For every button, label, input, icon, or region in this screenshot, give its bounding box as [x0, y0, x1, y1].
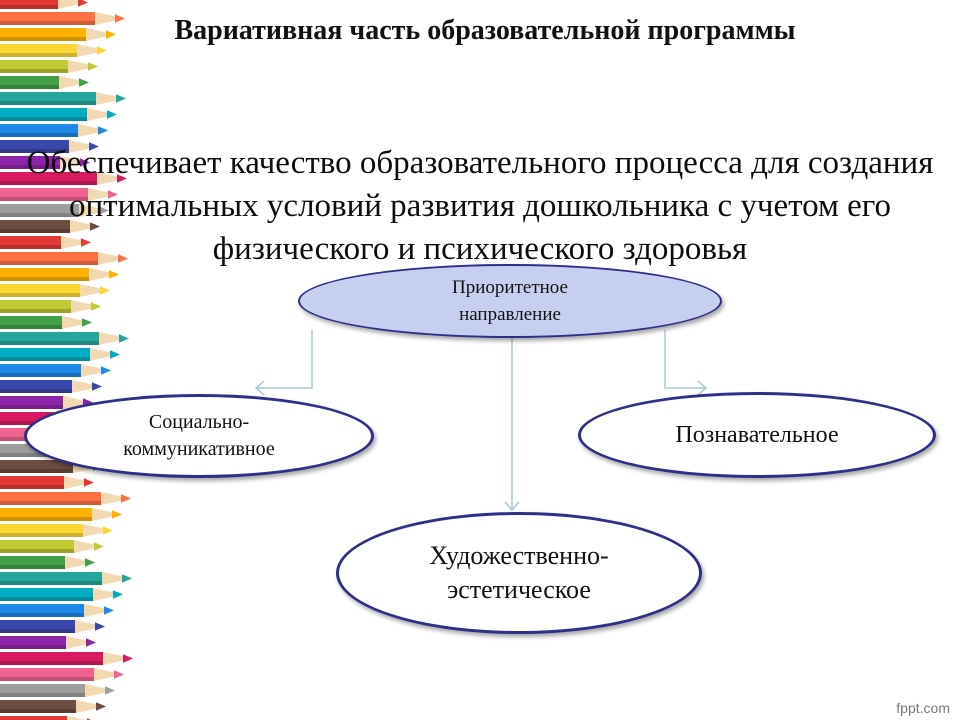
pencil: [0, 156, 90, 169]
pencil: [0, 316, 92, 329]
pencil: [0, 588, 123, 601]
pencil: [0, 140, 99, 153]
pencil: [0, 636, 96, 649]
pencil: [0, 700, 106, 713]
pencil: [0, 476, 94, 489]
slide-title: Вариативная часть образовательной програ…: [174, 15, 796, 46]
pencil: [0, 604, 114, 617]
arrowhead-right-icon: [697, 380, 708, 396]
pencil: [0, 620, 105, 633]
pencil: [0, 188, 118, 201]
pencil: [0, 252, 128, 265]
pencil: [0, 124, 108, 137]
connector-to-social: [256, 330, 313, 389]
pencil: [0, 348, 120, 361]
root-node-priority-direction: Приоритетное направление: [298, 264, 722, 338]
arrowhead-left-icon: [254, 380, 265, 396]
pencil: [0, 108, 117, 121]
connector-to-cognitive: [664, 330, 706, 389]
watermark: fppt.com: [896, 700, 950, 716]
pencil: [0, 236, 91, 249]
pencil: [0, 540, 104, 553]
pencil-border-decoration: [0, 0, 133, 720]
pencil: [0, 572, 132, 585]
pencil: [0, 172, 127, 185]
pencil: [0, 492, 131, 505]
node-cognitive: Познавательное: [578, 392, 936, 478]
node-artistic-aesthetic: Художественно- эстетическое: [336, 512, 702, 634]
pencil: [0, 332, 129, 345]
pencil: [0, 12, 125, 25]
pencil: [0, 652, 133, 665]
node-social-communicative: Социально- коммуникативное: [24, 394, 374, 478]
pencil: [0, 508, 122, 521]
pencil: [0, 300, 101, 313]
arrowhead-down-icon: [504, 501, 520, 512]
pencil: [0, 28, 116, 41]
pencil: [0, 668, 124, 681]
pencil: [0, 556, 95, 569]
pencil: [0, 268, 119, 281]
pencil: [0, 284, 110, 297]
pencil: [0, 76, 89, 89]
pencil: [0, 524, 113, 537]
pencil: [0, 60, 98, 73]
pencil: [0, 220, 100, 233]
pencil: [0, 684, 115, 697]
pencil: [0, 44, 107, 57]
slide-subtitle: Обеспечивает качество образовательного п…: [26, 145, 934, 267]
pencil: [0, 204, 109, 217]
pencil: [0, 364, 111, 377]
pencil: [0, 0, 88, 9]
pencil: [0, 380, 102, 393]
pencil: [0, 92, 126, 105]
